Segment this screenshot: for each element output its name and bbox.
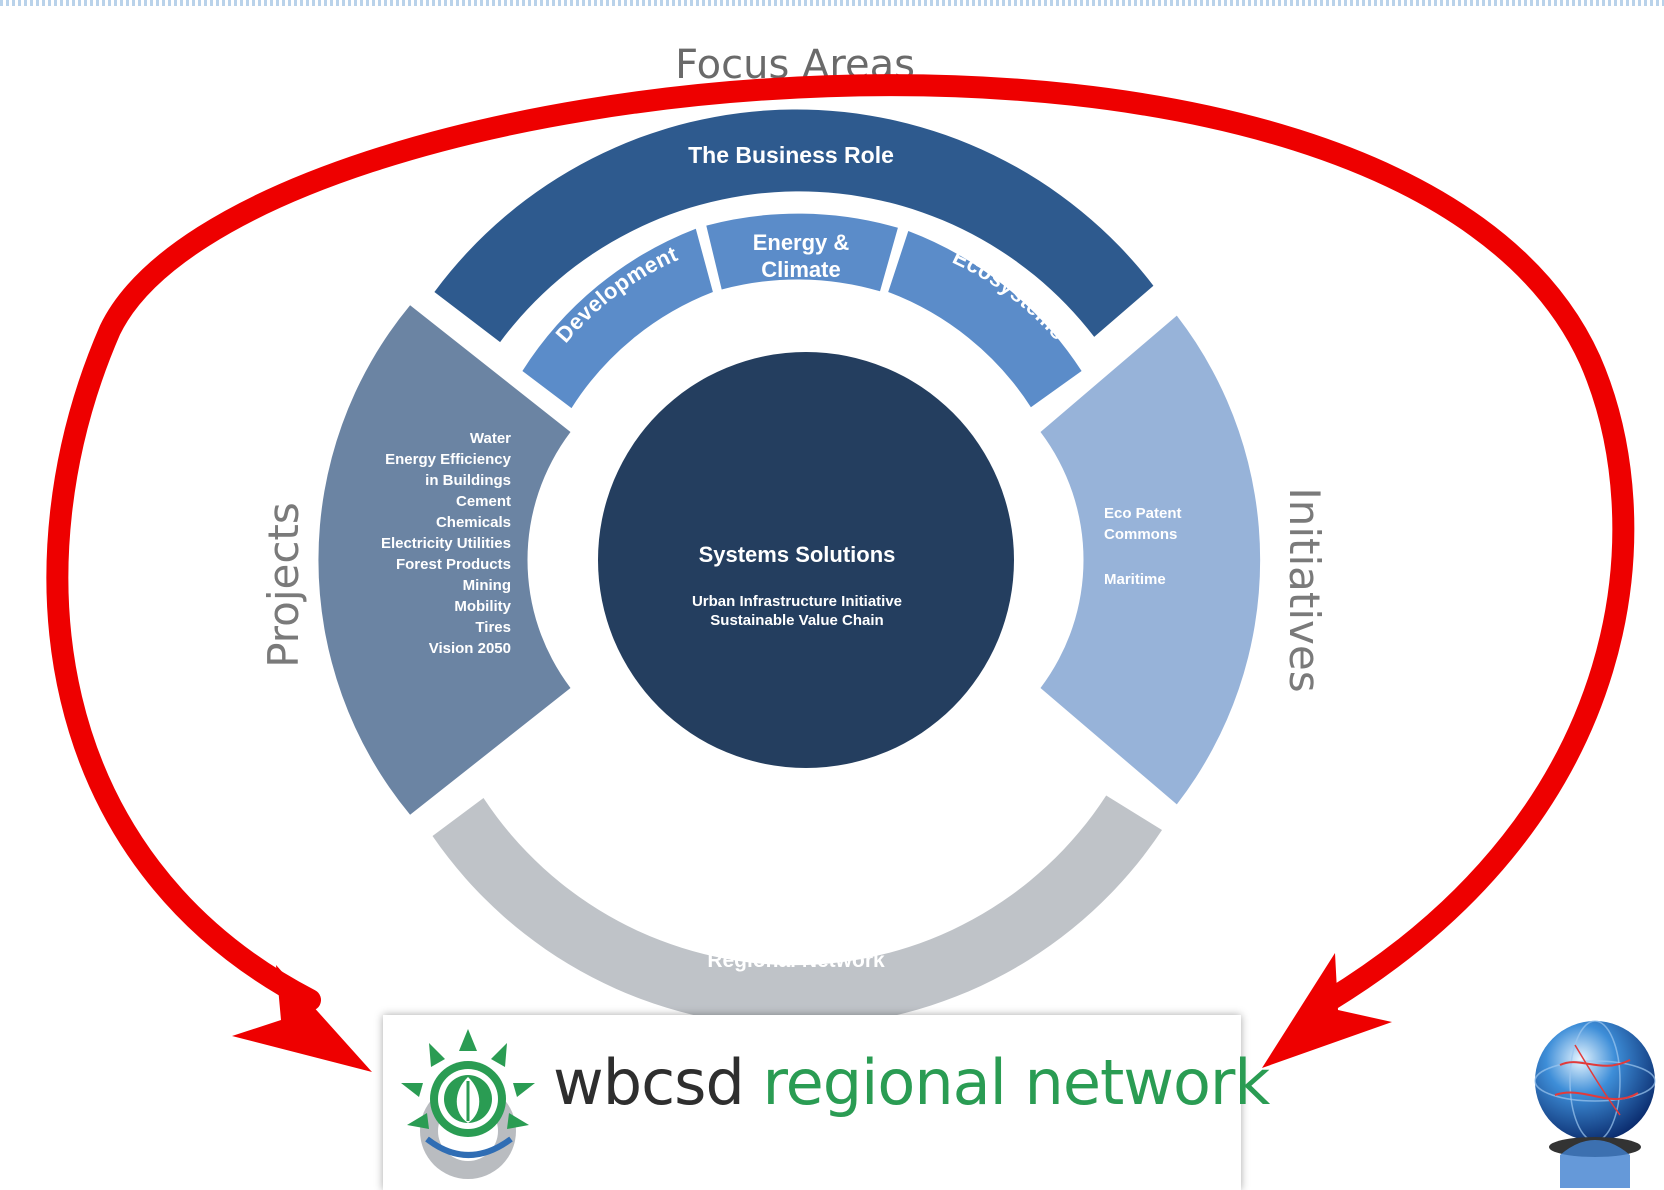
wbcsd-logo-card: wbcsd regional network bbox=[383, 1015, 1270, 1190]
project-item: in Buildings bbox=[425, 472, 511, 489]
systems-solutions-title: Systems Solutions bbox=[699, 542, 896, 567]
project-item: Energy Efficiency bbox=[385, 451, 512, 468]
systems-solutions-line2: Sustainable Value Chain bbox=[710, 612, 883, 629]
regional-network-word: regional network bbox=[762, 1046, 1271, 1119]
globe-icon bbox=[1534, 1020, 1656, 1188]
left-arrowhead bbox=[232, 965, 372, 1072]
project-item: Cement bbox=[456, 493, 511, 510]
wbcsd-word: wbcsd bbox=[553, 1046, 745, 1119]
initiative-item: Commons bbox=[1104, 526, 1177, 543]
systems-solutions-circle bbox=[598, 352, 1014, 768]
project-item: Chemicals bbox=[436, 514, 511, 531]
project-item: Vision 2050 bbox=[429, 640, 511, 657]
energy-climate-label-line1: Energy & bbox=[753, 230, 850, 255]
systems-solutions-line1: Urban Infrastructure Initiative bbox=[692, 593, 902, 610]
projects-side-label: Projects bbox=[259, 502, 308, 668]
business-role-band bbox=[434, 109, 1154, 343]
regional-network-label: Regional Network bbox=[707, 949, 885, 972]
initiatives-list: Eco Patent Commons Maritime bbox=[1104, 505, 1182, 588]
wbcsd-wordmark: wbcsd regional network bbox=[553, 1045, 1271, 1121]
energy-climate-segment bbox=[706, 213, 898, 292]
initiative-item: Eco Patent bbox=[1104, 505, 1182, 522]
regional-network-band bbox=[432, 795, 1162, 1027]
projects-list: Water Energy Efficiency in Buildings Cem… bbox=[381, 430, 512, 657]
project-item: Forest Products bbox=[396, 556, 511, 573]
project-item: Water bbox=[470, 430, 511, 447]
project-item: Electricity Utilities bbox=[381, 535, 511, 552]
right-arrowhead bbox=[1262, 953, 1392, 1068]
top-dotted-border bbox=[0, 0, 1664, 6]
projects-band bbox=[318, 305, 571, 815]
initiatives-band bbox=[1040, 315, 1261, 805]
business-role-label: The Business Role bbox=[688, 142, 894, 168]
project-item: Mining bbox=[463, 577, 511, 594]
initiative-item: Maritime bbox=[1104, 571, 1166, 588]
wbcsd-leaf-gear-icon bbox=[401, 1029, 535, 1179]
development-segment bbox=[522, 228, 713, 409]
loop-arrow-path bbox=[46, 74, 1635, 1011]
project-item: Tires bbox=[475, 619, 511, 636]
energy-climate-label-line2: Climate bbox=[761, 257, 840, 282]
ecosystems-segment bbox=[888, 231, 1082, 408]
project-item: Mobility bbox=[454, 598, 511, 615]
initiatives-side-label: Initiatives bbox=[1280, 487, 1329, 692]
